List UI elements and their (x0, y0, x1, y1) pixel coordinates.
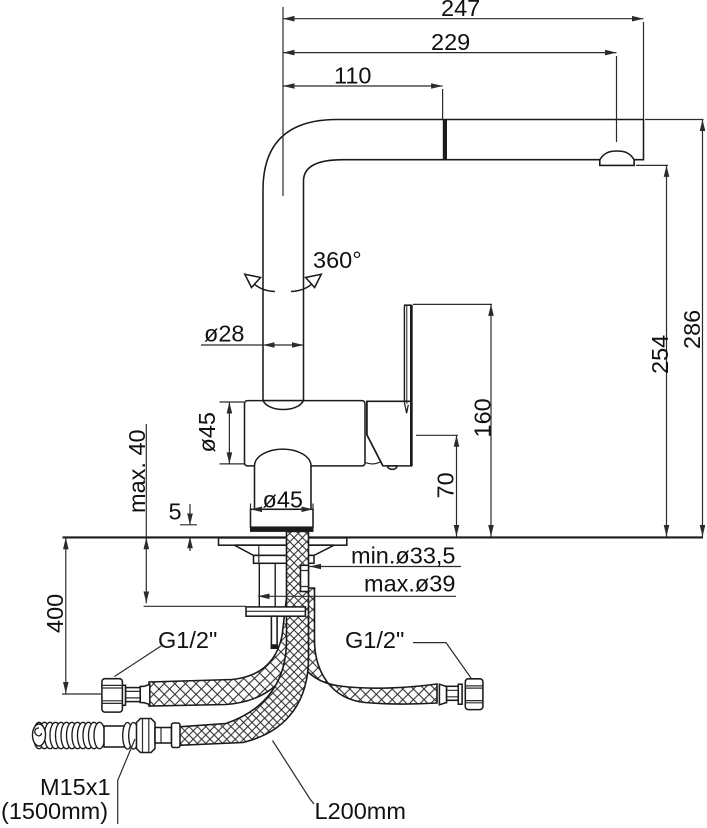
svg-text:160: 160 (470, 398, 496, 437)
svg-text:254: 254 (647, 335, 673, 374)
svg-text:min.ø33,5: min.ø33,5 (351, 543, 456, 569)
svg-text:229: 229 (431, 29, 470, 55)
svg-text:ø45: ø45 (194, 412, 220, 453)
svg-text:L200mm: L200mm (315, 798, 406, 824)
svg-text:70: 70 (433, 472, 459, 498)
svg-text:360°: 360° (313, 247, 362, 273)
svg-text:400: 400 (42, 594, 68, 633)
svg-text:110: 110 (334, 63, 371, 89)
svg-text:247: 247 (441, 0, 480, 21)
svg-text:G1/2": G1/2" (345, 627, 404, 653)
svg-text:max. 40: max. 40 (124, 429, 150, 513)
svg-text:286: 286 (679, 310, 705, 349)
svg-text:M15x1: M15x1 (40, 774, 111, 800)
svg-text:max.ø39: max.ø39 (364, 571, 455, 597)
svg-text:5: 5 (169, 499, 182, 525)
svg-text:(1500mm): (1500mm) (1, 798, 108, 824)
svg-text:ø45: ø45 (263, 487, 304, 513)
svg-text:G1/2": G1/2" (158, 627, 217, 653)
svg-text:ø28: ø28 (204, 321, 245, 347)
